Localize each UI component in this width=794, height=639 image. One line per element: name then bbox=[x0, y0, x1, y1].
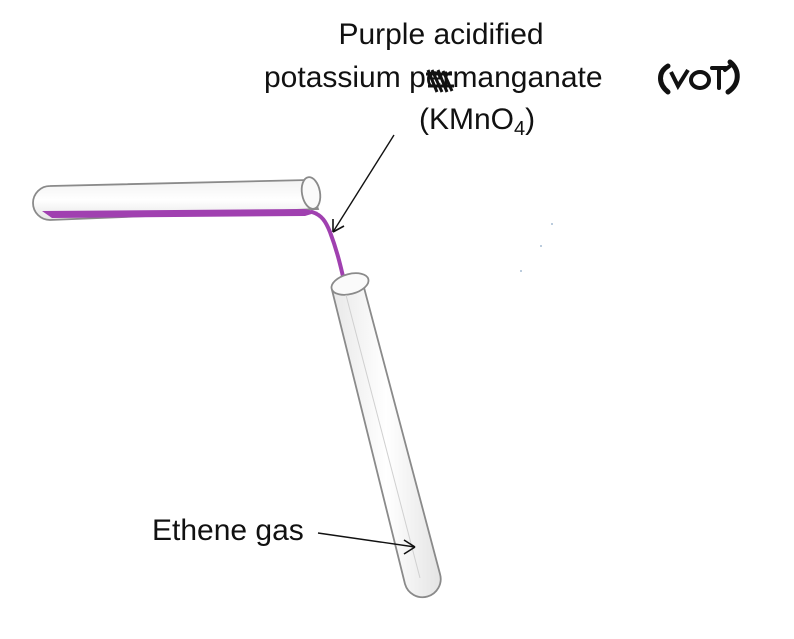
doodle-mark bbox=[658, 59, 740, 95]
stray-specks bbox=[520, 223, 553, 272]
reagent-formula-suffix: ) bbox=[525, 103, 535, 136]
pouring-test-tube bbox=[32, 176, 322, 221]
gas-pointer-arrow bbox=[317, 532, 416, 555]
gas-label: Ethene gas bbox=[152, 514, 304, 547]
reagent-formula-prefix: (KMnO bbox=[419, 103, 514, 136]
reagent-label-line2: potassium permanganate bbox=[264, 61, 603, 94]
reagent-label-line2-part3: manganate bbox=[452, 61, 602, 94]
scribble-mark bbox=[426, 69, 454, 93]
purple-liquid-stream bbox=[310, 210, 348, 292]
reagent-formula-subscript: 4 bbox=[514, 118, 525, 140]
reagent-label-line2-part1: potassium bbox=[264, 61, 409, 94]
reagent-label-line1: Purple acidified bbox=[338, 18, 543, 51]
ethene-test-tube bbox=[330, 272, 442, 599]
reagent-pointer-arrow bbox=[332, 134, 395, 233]
reagent-label-line3: (KMnO4) bbox=[419, 103, 535, 140]
purple-liquid-in-tube bbox=[42, 209, 318, 218]
